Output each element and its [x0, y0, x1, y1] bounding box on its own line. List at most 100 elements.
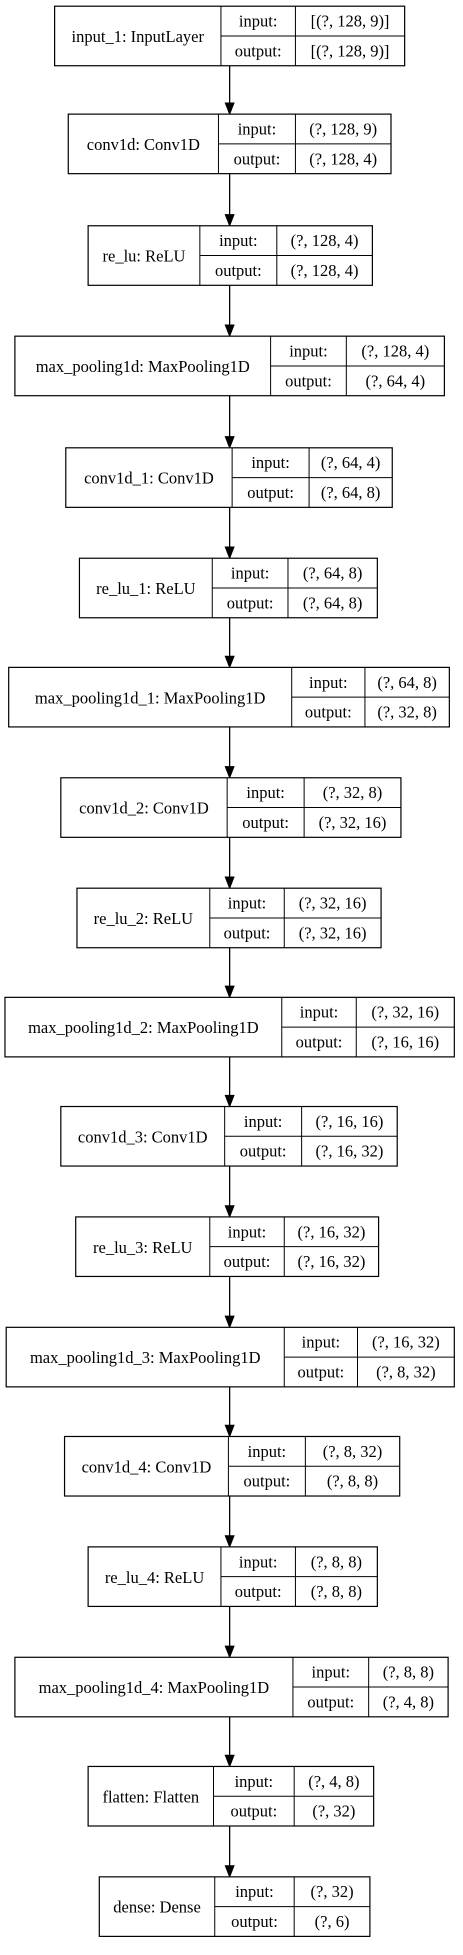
arrowhead-icon: [224, 324, 235, 338]
output-label: output:: [305, 703, 352, 722]
output-label: output:: [285, 371, 332, 390]
layer-name: max_pooling1d_2: MaxPooling1D: [28, 1018, 259, 1037]
input-label: input:: [289, 342, 328, 361]
layer-node: max_pooling1d_3: MaxPooling1Dinput:outpu…: [5, 1326, 455, 1388]
layer-name: conv1d_4: Conv1D: [82, 1457, 212, 1476]
output-shape: (?, 8, 32): [376, 1362, 436, 1381]
input-shape: (?, 32, 16): [299, 894, 367, 913]
edge-arrow: [224, 1276, 235, 1329]
edge-arrow: [224, 1056, 235, 1108]
output-label: output:: [240, 1142, 287, 1161]
layer-name: re_lu_1: ReLU: [96, 579, 196, 598]
output-shape: (?, 6): [315, 1912, 350, 1931]
input-label: input:: [302, 1333, 341, 1352]
layer-name: max_pooling1d: MaxPooling1D: [36, 357, 250, 376]
arrowhead-icon: [224, 1315, 235, 1329]
input-label: input:: [228, 1222, 267, 1241]
input-shape: (?, 32): [311, 1882, 354, 1901]
layer-name: conv1d: Conv1D: [87, 135, 200, 154]
input-shape: (?, 16, 32): [372, 1333, 440, 1352]
edge-arrow: [224, 617, 235, 669]
output-shape: (?, 32, 8): [377, 703, 437, 722]
edge-arrow: [224, 947, 235, 999]
input-label: input:: [235, 1882, 274, 1901]
output-label: output:: [243, 1472, 290, 1491]
input-shape: [(?, 128, 9)]: [311, 12, 390, 31]
output-shape: (?, 64, 8): [303, 593, 363, 612]
arrowhead-icon: [224, 1094, 235, 1108]
input-shape: (?, 32, 8): [323, 783, 383, 802]
layer-name: re_lu_4: ReLU: [105, 1568, 205, 1587]
input-label: input:: [238, 120, 277, 139]
layer-name: conv1d_2: Conv1D: [79, 799, 209, 818]
layer-name: max_pooling1d_1: MaxPooling1D: [35, 688, 266, 707]
input-label: input:: [244, 1112, 283, 1131]
layer-name: max_pooling1d_4: MaxPooling1D: [39, 1678, 270, 1697]
input-shape: (?, 64, 4): [321, 453, 381, 472]
input-label: input:: [235, 1772, 274, 1791]
edge-arrow: [224, 1386, 235, 1438]
arrowhead-icon: [224, 1865, 235, 1879]
edge-arrow: [224, 395, 235, 450]
layer-node: re_lu_1: ReLU input: output: (?, 64, 8) (?, …: [78, 557, 378, 619]
layer-box: [65, 447, 393, 508]
layer-name: re_lu: ReLU: [103, 247, 186, 266]
layer-name: max_pooling1d_3: MaxPooling1D: [30, 1348, 261, 1367]
input-shape: (?, 16, 16): [316, 1112, 384, 1131]
arrowhead-icon: [224, 985, 235, 999]
output-label: output:: [224, 1252, 271, 1271]
edge-arrow: [224, 1716, 235, 1768]
input-shape: (?, 128, 4): [361, 342, 429, 361]
layer-node: max_pooling1d_4: MaxPooling1D input: outpu…: [14, 1656, 449, 1718]
edge-arrow: [224, 285, 235, 338]
output-label: output:: [224, 923, 271, 942]
output-shape: (?, 128, 4): [309, 149, 377, 168]
input-shape: (?, 8, 8): [383, 1663, 434, 1682]
edge-arrow: [224, 65, 235, 116]
output-label: output:: [215, 261, 262, 280]
arrowhead-icon: [224, 1754, 235, 1768]
output-label: output:: [235, 41, 282, 60]
layer-name: re_lu_2: ReLU: [94, 909, 194, 928]
output-label: output:: [227, 593, 274, 612]
layer-name: conv1d_1: Conv1D: [84, 469, 214, 488]
output-shape: (?, 8, 8): [311, 1582, 362, 1601]
input-shape: (?, 16, 32): [298, 1222, 366, 1241]
arrowhead-icon: [224, 1424, 235, 1438]
output-shape: (?, 16, 16): [371, 1033, 439, 1052]
layer-node: max_pooling1d: MaxPooling1D input: output:…: [14, 335, 445, 397]
output-label: output:: [231, 1912, 278, 1931]
output-label: output:: [307, 1692, 354, 1711]
arrowhead-icon: [224, 655, 235, 669]
layer-node: conv1d_1: Conv1D input: output: (?, 64, 4) (…: [65, 447, 393, 508]
input-label: input:: [309, 673, 348, 692]
edge-arrow: [224, 837, 235, 890]
layer-node: max_pooling1d_2: MaxPooling1Dinput:outpu…: [4, 996, 455, 1058]
input-label: input:: [312, 1663, 351, 1682]
arrowhead-icon: [224, 1205, 235, 1219]
edge-arrow: [224, 726, 235, 780]
input-label: input:: [251, 453, 290, 472]
input-shape: (?, 64, 8): [303, 564, 363, 583]
input-label: input:: [239, 1552, 278, 1571]
output-shape: (?, 32): [312, 1802, 355, 1821]
output-label: output:: [230, 1802, 277, 1821]
input-shape: (?, 8, 8): [311, 1552, 362, 1571]
output-label: output:: [235, 1582, 282, 1601]
input-label: input:: [248, 1442, 287, 1461]
input-shape: (?, 128, 4): [291, 231, 359, 250]
output-label: output:: [247, 483, 294, 502]
output-label: output:: [234, 149, 281, 168]
output-shape: (?, 32, 16): [299, 923, 367, 942]
arrowhead-icon: [224, 766, 235, 780]
input-label: input:: [219, 231, 258, 250]
output-shape: (?, 64, 8): [321, 483, 381, 502]
input-label: input:: [231, 564, 270, 583]
input-label: input:: [246, 783, 285, 802]
